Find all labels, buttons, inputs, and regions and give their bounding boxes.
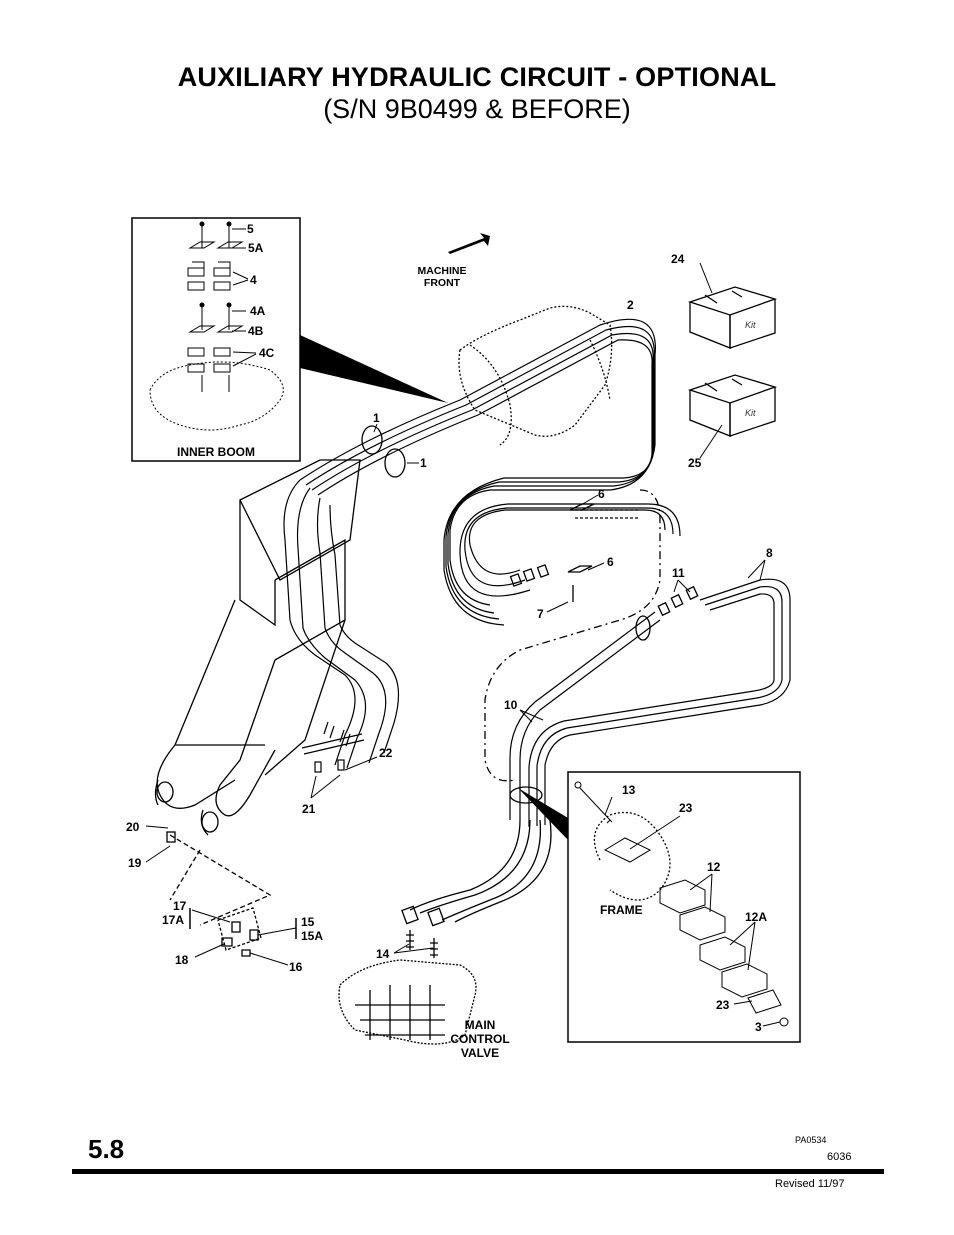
callout-24: 24 <box>671 252 685 266</box>
callout-11: 11 <box>672 566 685 580</box>
page-number: 5.8 <box>88 1134 125 1164</box>
callout-21: 21 <box>302 802 316 816</box>
callout-23a: 23 <box>679 801 693 815</box>
callout-7: 7 <box>537 607 544 621</box>
callout-14: 14 <box>376 947 390 961</box>
doc-number: 6036 <box>827 1151 852 1163</box>
callout-22: 22 <box>379 746 393 760</box>
kit-box-24 <box>687 286 778 349</box>
callout-6a: 6 <box>598 487 605 501</box>
callout-5: 5 <box>247 222 254 236</box>
inner-boom-caption: INNER BOOM <box>177 445 255 459</box>
callout-8: 8 <box>766 546 773 560</box>
hose-8-10 <box>509 578 791 827</box>
callout-10: 10 <box>504 698 518 712</box>
callout-4: 4 <box>250 273 257 287</box>
frame-inset-frame <box>567 771 801 1043</box>
machine-front-line2: FRONT <box>424 277 461 289</box>
callout-1a: 1 <box>373 411 380 425</box>
hose-2 <box>299 318 656 626</box>
callout-15: 15 <box>301 915 315 929</box>
callout-2: 2 <box>627 298 634 312</box>
revised-date: Revised 11/97 <box>775 1178 845 1190</box>
callout-6b: 6 <box>607 555 614 569</box>
hose-loop <box>459 503 681 597</box>
inner-boom-inset-frame <box>131 217 301 462</box>
callout-23b: 23 <box>716 998 730 1012</box>
kit-box-25 <box>687 374 778 437</box>
callout-20: 20 <box>126 820 140 834</box>
boom-body <box>154 459 361 836</box>
valve-label-line2: CONTROL <box>450 1032 509 1046</box>
callout-4a: 4A <box>250 304 266 318</box>
hose-down-boom <box>283 479 400 769</box>
callout-3: 3 <box>755 1020 762 1034</box>
callout-17: 17 <box>173 899 187 913</box>
callout-25: 25 <box>688 456 702 470</box>
callout-4b: 4B <box>248 324 264 338</box>
frame-caption: FRAME <box>600 903 643 917</box>
callout-19: 19 <box>128 856 142 870</box>
callout-1b: 1 <box>420 456 427 470</box>
callout-13: 13 <box>622 783 636 797</box>
callout-12: 12 <box>707 860 721 874</box>
valve-label-line1: MAIN <box>465 1018 496 1032</box>
kit-label-24: Kit <box>745 320 756 330</box>
machine-front-line1: MACHINE <box>418 265 467 277</box>
callout-15a: 15A <box>301 929 323 943</box>
callout-18: 18 <box>175 953 189 967</box>
callout-4c: 4C <box>259 346 275 360</box>
kit-label-25: Kit <box>745 408 756 418</box>
frame-parts <box>574 781 789 1027</box>
callout-17a: 17A <box>162 913 184 927</box>
inner-boom-parts <box>187 221 244 392</box>
callout-12a: 12A <box>745 910 767 924</box>
page-subtitle: (S/N 9B0499 & BEFORE) <box>323 94 631 124</box>
fittings-22 <box>301 721 365 773</box>
callout-16: 16 <box>289 960 303 974</box>
drawing-code: PA0534 <box>795 1135 827 1145</box>
callout-5a: 5A <box>248 241 264 255</box>
footer-rule <box>72 1169 884 1174</box>
valve-label-line3: VALVE <box>461 1046 499 1060</box>
page-title: AUXILIARY HYDRAULIC CIRCUIT - OPTIONAL <box>177 62 777 92</box>
